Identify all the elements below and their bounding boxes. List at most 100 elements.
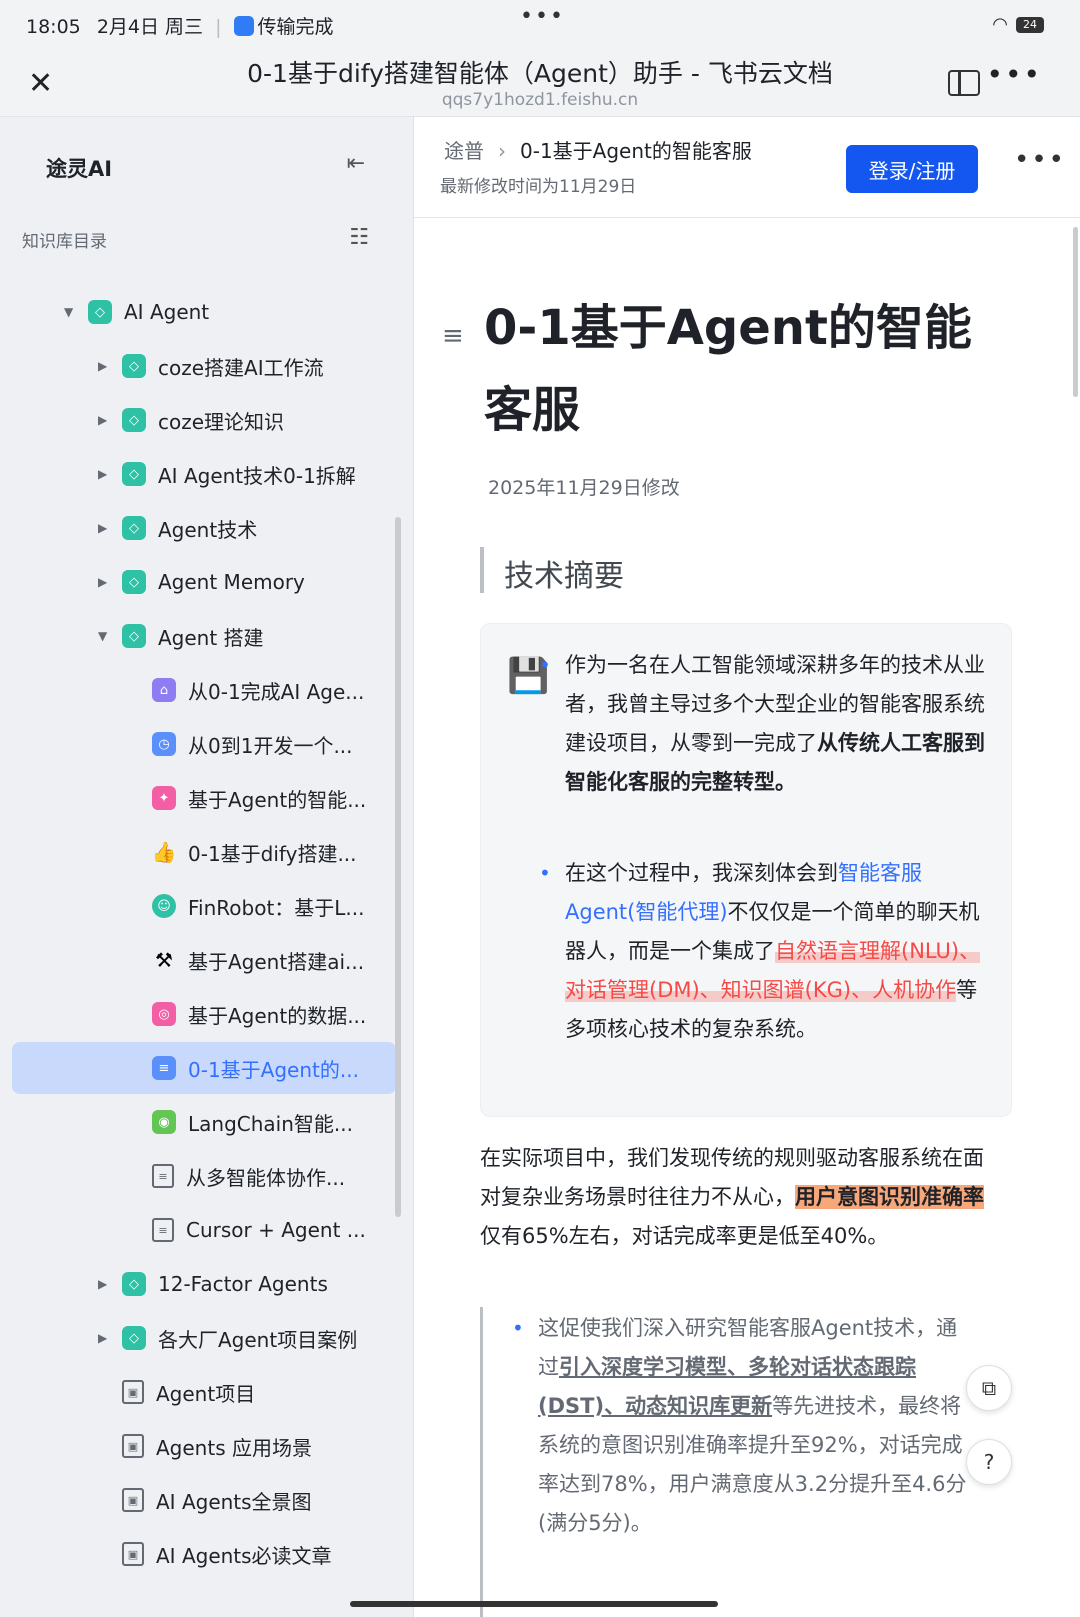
chevron-down-icon[interactable]: ▼ [64, 305, 74, 319]
chevron-right-icon[interactable]: ▶ [98, 575, 108, 589]
chevron-right-icon[interactable]: ▶ [98, 359, 108, 373]
tree-label: AI Agents全景图 [156, 1489, 312, 1514]
tree-node[interactable]: ▶ ◇ 12-Factor Agents [98, 1258, 328, 1310]
tree-label: FinRobot：基于L... [188, 895, 365, 920]
highlighted-span: 用户意图识别准确率 [795, 1185, 984, 1209]
document-main: 途普›0-1基于Agent的智能客服 最新修改时间为11月29日 登录/注册 •… [414, 117, 1080, 1617]
home-indicator[interactable] [350, 1601, 718, 1607]
tree-node[interactable]: ◎基于Agent的数据... [152, 988, 366, 1040]
quote-bullet: • 这促使我们深入研究智能客服Agent技术，通过引入深度学习模型、多轮对话状态… [512, 1309, 978, 1543]
home-icon: ⌂ [152, 678, 176, 702]
text-span: 等先进技术，最终将系统的意图识别准确率提升至92%，对话完成率达到78%，用户满… [538, 1394, 967, 1535]
tree-node[interactable]: ▶◇Agent Memory [98, 556, 305, 608]
help-icon[interactable]: ? [966, 1439, 1012, 1485]
bullet-item: • 作为一名在人工智能领域深耕多年的技术从业者，我曾主导过多个大型企业的智能客服… [539, 646, 985, 802]
tree-node[interactable]: ▣Agents 应用场景 [122, 1420, 312, 1472]
chevron-right-icon[interactable]: ▶ [98, 1331, 108, 1345]
section-heading: 技术摘要 [504, 559, 624, 594]
tree-label: AI Agent [124, 300, 210, 324]
tree-label: 从多智能体协作... [186, 1165, 346, 1190]
tree-node[interactable]: ▼ ◇ Agent 搭建 [98, 610, 264, 662]
tree-label: 从0到1开发一个... [188, 733, 353, 758]
text-span: 等多项核心技术的复杂系统。 [565, 978, 978, 1041]
copy-icon[interactable]: ⧉ [966, 1365, 1012, 1411]
login-button[interactable]: 登录/注册 [846, 145, 978, 193]
tree-node[interactable]: ▣ AI Agents全景图 [122, 1474, 312, 1526]
chevron-right-icon[interactable]: ▶ [98, 521, 108, 535]
document-date: 2025年11月29日修改 [488, 477, 680, 499]
tree-label: Agents 应用场景 [156, 1435, 312, 1460]
tree-label: coze理论知识 [158, 409, 285, 434]
bullet-item: • 在这个过程中，我深刻体会到智能客服Agent(智能代理)不仅仅是一个简单的聊… [539, 854, 985, 1049]
chevron-down-icon[interactable]: ▼ [98, 629, 108, 643]
paragraph: 在实际项目中，我们发现传统的规则驱动客服系统在面对复杂业务场景时往往力不从心，用… [480, 1139, 1000, 1256]
sidebar-scrollbar[interactable] [395, 517, 401, 1217]
chevron-right-icon[interactable]: ▶ [98, 467, 108, 481]
text-span: 在这个过程中，我深刻体会到 [565, 861, 838, 885]
chevron-right-icon[interactable]: ▶ [98, 413, 108, 427]
bold-span: 从传统人工客服到智能化客服的完整转型 [565, 731, 985, 794]
wiki-icon: ◇ [122, 570, 146, 594]
tree-node[interactable]: ☺FinRobot：基于L... [152, 880, 365, 932]
tree-node[interactable]: ▣Agent项目 [122, 1366, 255, 1418]
text-span: 在实际项目中，我们发现传统的规则驱动客服系统在面对复杂业务场景时往往力不从心， [480, 1146, 984, 1209]
tree-node[interactable]: 👍0-1基于dify搭建... [152, 826, 357, 878]
main-scrollbar[interactable] [1073, 227, 1078, 397]
collapse-sidebar-icon[interactable]: ⇤ [346, 151, 365, 176]
target-icon: ◎ [152, 1002, 176, 1026]
more-icon[interactable]: ••• [1014, 145, 1067, 175]
tree-node[interactable]: ✦基于Agent的智能... [152, 772, 366, 824]
tree-node[interactable]: ▣AI Agents必读文章 [122, 1528, 332, 1580]
bullet-dot: • [539, 861, 551, 885]
tree-node[interactable]: ◷从0到1开发一个... [152, 718, 353, 770]
transfer-app-icon [233, 16, 254, 36]
floppy-disk-icon: 💾 [507, 656, 550, 696]
more-icon[interactable]: ••• [986, 58, 1042, 91]
page-title: 0-1基于dify搭建智能体（Agent）助手 - 飞书云文档 [247, 59, 833, 88]
text-span: 这促使我们深入研究智能客服Agent技术，通过 [538, 1316, 958, 1379]
tree-label: coze搭建AI工作流 [158, 355, 324, 380]
tree-node-ai-agent[interactable]: ▼ ◇ AI Agent [64, 286, 209, 338]
wiki-icon: ◇ [122, 1272, 146, 1296]
tree-node[interactable]: ▶◇AI Agent技术0-1拆解 [98, 448, 356, 500]
tree-node[interactable]: ▶◇各大厂Agent项目案例 [98, 1312, 357, 1364]
heading-bar [480, 547, 484, 593]
wiki-icon: ◇ [122, 516, 146, 540]
tree-node[interactable]: ⌂从0-1完成AI Age... [152, 664, 364, 716]
tree-label: Agent 搭建 [158, 625, 264, 650]
multitask-dots-icon[interactable]: ••• [520, 4, 565, 29]
tree-node[interactable]: ⚒基于Agent搭建ai... [152, 934, 364, 986]
bullet-dot: • [539, 653, 551, 677]
tree-node-active[interactable]: ≡0-1基于Agent的... [12, 1042, 396, 1094]
breadcrumb-root[interactable]: 途普 [444, 139, 484, 163]
document-icon: ≡ [152, 1164, 174, 1188]
status-time: 18:05 2月4日 周三 | 传输完成 [26, 16, 334, 38]
document-header: 途普›0-1基于Agent的智能客服 最新修改时间为11月29日 登录/注册 •… [414, 117, 1080, 218]
close-icon[interactable]: ✕ [28, 66, 54, 101]
text-span: 。 [775, 770, 796, 794]
wiki-icon: ◇ [122, 1326, 146, 1350]
tree-node[interactable]: ▶◇Agent技术 [98, 502, 257, 554]
split-view-icon[interactable] [948, 70, 980, 96]
chevron-right-icon[interactable]: ▶ [98, 1277, 108, 1291]
glossary-link[interactable]: 智能客服Agent(智能代理) [565, 861, 922, 924]
wiki-icon: ◇ [122, 624, 146, 648]
document-icon: ≡ [152, 1056, 176, 1080]
tree-label: 12-Factor Agents [158, 1272, 328, 1296]
tree-node[interactable]: ▶◇coze理论知识 [98, 394, 284, 446]
underlined-span: 引入深度学习模型、多轮对话状态跟踪(DST)、动态知识库更新 [538, 1355, 916, 1418]
tree-node[interactable]: ▶ ◇ coze搭建AI工作流 [98, 340, 324, 392]
sheet-icon: ▣ [122, 1488, 144, 1512]
space-name: 途灵AI [46, 157, 113, 181]
document-icon: ≡ [152, 1218, 174, 1242]
wiki-icon: ◇ [122, 462, 146, 486]
list-view-icon[interactable]: ☷ [349, 225, 369, 250]
tree-node[interactable]: ≡Cursor + Agent ... [152, 1204, 366, 1256]
wiki-icon: ◇ [122, 354, 146, 378]
bullet-dot: • [512, 1316, 524, 1340]
tree-node[interactable]: ≡ 从多智能体协作... [152, 1150, 345, 1202]
text-span: 作为一名在人工智能领域深耕多年的技术从业者，我曾主导过多个大型企业的智能客服系统… [565, 653, 985, 755]
outline-icon[interactable]: ≡ [442, 321, 464, 351]
tree-node[interactable]: ◉LangChain智能... [152, 1096, 353, 1148]
status-right: ◠ 24 [992, 14, 1044, 35]
